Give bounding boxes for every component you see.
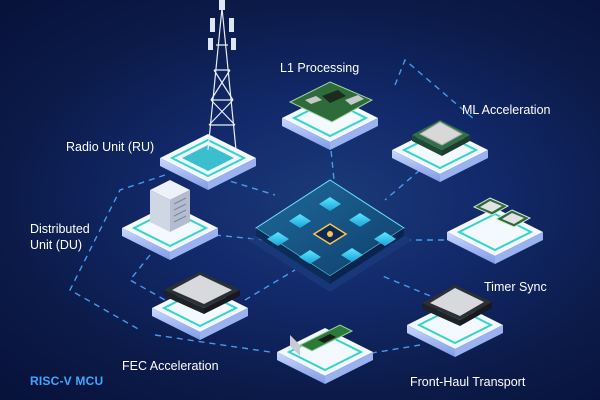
server-icon: [150, 180, 190, 232]
label-distributed-unit-line1: Distributed: [30, 222, 90, 236]
label-front-haul: Front-Haul Transport: [410, 375, 526, 389]
label-radio-unit: Radio Unit (RU): [66, 140, 155, 154]
cpu-chip-icon: [412, 120, 470, 156]
hub-tile: [299, 250, 321, 264]
fec-device-icon: [164, 272, 240, 314]
hub-tile: [341, 248, 363, 262]
link-l1-hub: [329, 139, 336, 191]
hub-tile: [267, 232, 289, 246]
link-fec-hub: [244, 269, 296, 301]
label-l1-processing: L1 Processing: [280, 61, 360, 75]
label-fec-acceleration: FEC Acceleration: [122, 359, 219, 373]
link-ml-hub: [384, 169, 421, 201]
link-fh-hub: [379, 274, 441, 301]
loop-top-right: [394, 58, 476, 121]
loop-bottom: [154, 334, 271, 353]
brand-logo-text: RISC-V MCU: [30, 374, 104, 388]
central-hub: [248, 179, 412, 292]
connection-lines: [69, 58, 476, 356]
loop-du-fec: [128, 254, 166, 301]
label-ml-acceleration: ML Acceleration: [462, 103, 551, 117]
link-du-hub: [214, 234, 266, 241]
label-distributed-unit-line2: Unit (DU): [30, 238, 83, 252]
hub-tile: [289, 214, 311, 228]
transport-module-icon: [422, 285, 492, 326]
label-timer-sync: Timer Sync: [484, 280, 547, 294]
hub-tile: [349, 213, 371, 227]
platform-timer-sync: [447, 208, 543, 264]
hub-tile: [374, 232, 396, 246]
hub-tile: [319, 197, 341, 211]
circuit-board-icon: [288, 81, 374, 123]
timer-chip-icon: [472, 197, 532, 228]
platform-radio-unit: [160, 134, 256, 190]
tower-icon: [207, 0, 237, 151]
network-card-icon: [290, 324, 354, 356]
loop-left: [69, 174, 166, 331]
